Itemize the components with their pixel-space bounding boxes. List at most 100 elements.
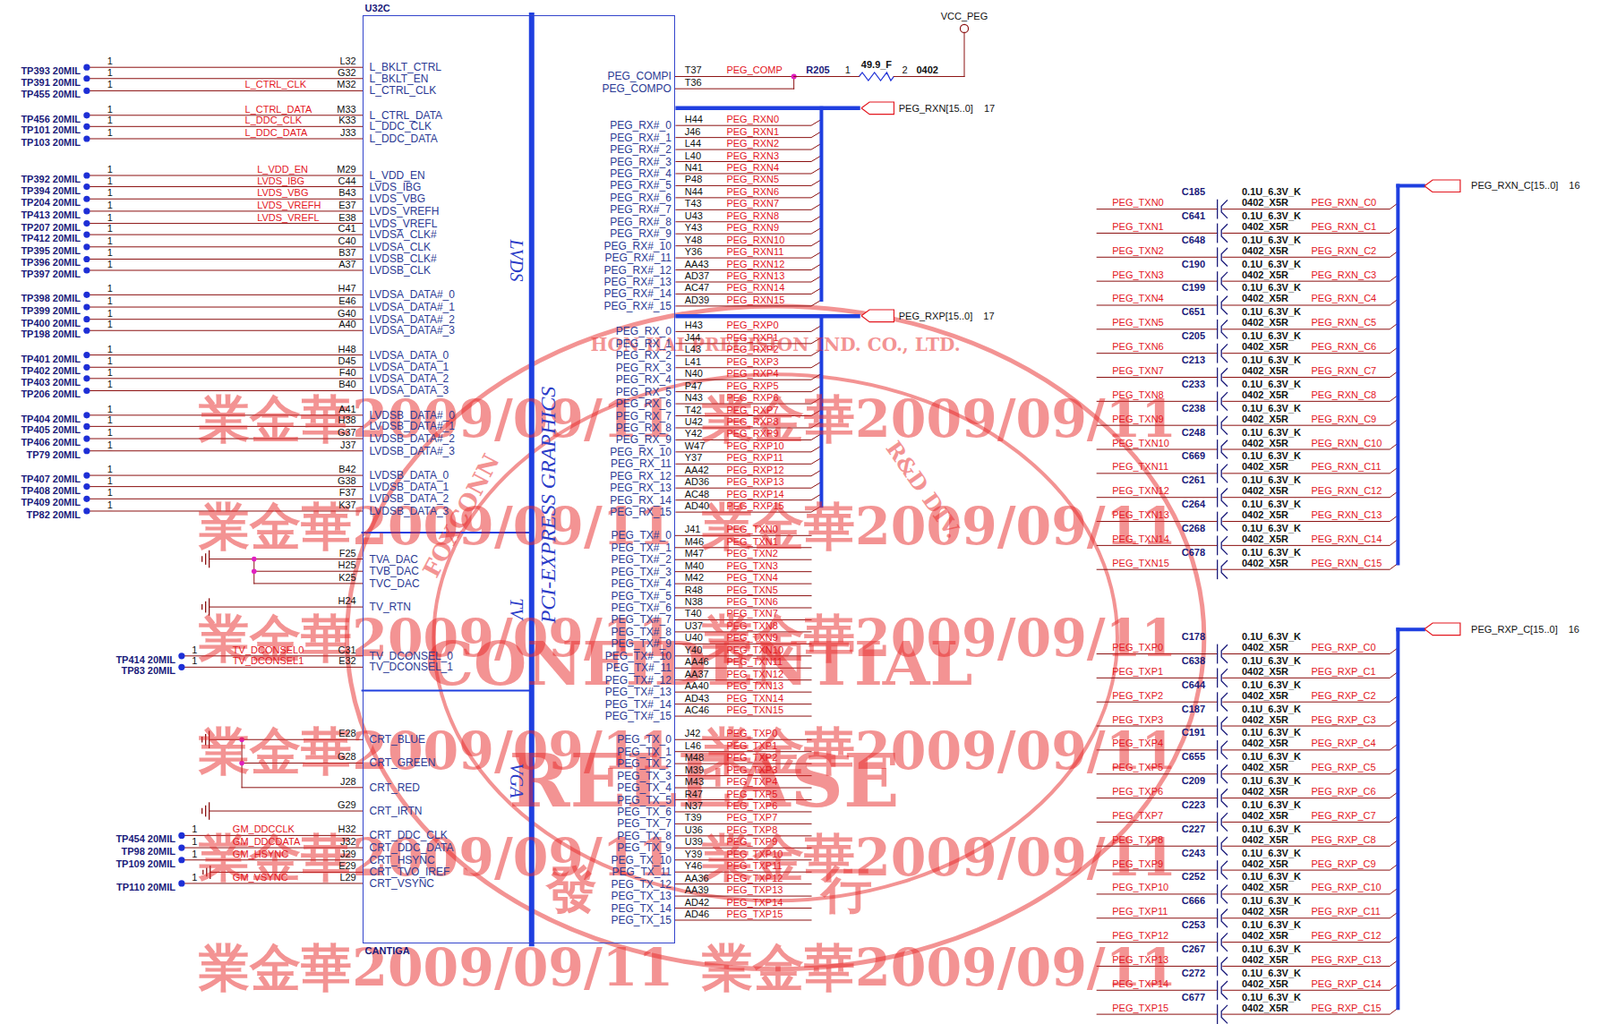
part-ref: C648 [1181,234,1206,245]
capacitor-symbol [1216,199,1218,219]
test-point [83,207,90,214]
net-label: PEG_TXN10 [1112,437,1170,448]
pin-name: PEG_TX#_0 [611,530,672,541]
net-label: PEG_RXN15 [726,294,785,305]
pin-name: PEG_TX_7 [616,818,672,830]
wire [181,882,363,884]
net-label: PEG_TXP0 [726,728,778,739]
net-label: PEG_TXP1 [1112,666,1164,676]
wire [86,186,363,188]
net-label: PEG_TXN4 [1112,293,1164,304]
package-label: 0402_X5R [1241,666,1289,676]
pin-number: M48 [684,752,704,763]
part-value: 0.1U_6.3V_K [1241,679,1301,690]
pin-name: PEG_RX_15 [609,506,672,518]
pin-name: CRT_HSYNC [369,855,436,866]
pin-name: PEG_TX#_8 [611,626,672,638]
part-value: 0.1U_6.3V_K [1241,378,1301,389]
test-point [178,844,185,851]
pin-index: 1 [107,164,113,175]
pin-name: PEG_RX#_14 [604,288,672,300]
test-point [83,75,90,82]
pin-number: Y42 [684,428,703,439]
part-value: 49.9_F [861,59,892,69]
pin-index: 1 [845,65,851,76]
part-value: 0.1U_6.3V_K [1241,703,1301,714]
net-label: PEG_TXP2 [726,752,778,763]
ground-symbol [205,805,206,816]
net-label: PEG_TXN3 [726,560,778,571]
watermark: 業金華2009/09/11 [198,941,674,993]
off-page-connector-symbol [860,308,895,324]
net-label: PEG_RXN0 [726,114,779,125]
test-point-label: TP456 20MIL [20,113,81,124]
pin-name: PEG_TX_2 [616,758,672,770]
pin-name: PEG_TX_14 [611,903,672,915]
pin-name: LVDSA_CLK [369,241,431,253]
pin-number: F40 [339,367,357,377]
wire [86,222,363,224]
net-label: PEG_TXN7 [726,608,778,619]
net-label: PEG_TXP7 [1112,810,1164,821]
page-ref: 17 [983,311,994,322]
off-page-connector-symbol [861,102,894,115]
part-ref: C272 [1181,967,1206,978]
wire [1096,1014,1217,1016]
net-label: PEG_RXN_C1 [1310,221,1377,232]
pin-number: M46 [684,536,704,547]
wire [254,582,363,584]
pin-index: 2 [901,65,907,76]
net-label: PEG_TXN7 [1112,366,1164,377]
pin-number: K37 [338,499,357,510]
pin-index: 1 [107,115,113,126]
ground-symbol [201,808,203,813]
capacitor-symbol [1216,837,1218,856]
net-label: PEG_TXP13 [726,885,783,896]
net-label: L_DDC_CLK [245,115,303,126]
bus-name: PEG_RXP_C[15..0] [1471,624,1560,635]
pin-number: K25 [338,572,357,582]
pin-name: TVB_DAC [369,565,420,577]
net-label: PEG_TXN2 [1112,245,1164,256]
wire [86,126,363,128]
pin-number: B37 [338,248,357,258]
net-label: PEG_RXN_C11 [1310,462,1381,472]
test-point [83,483,90,490]
net-label: PEG_TXN15 [1112,557,1170,568]
wire [1096,917,1217,919]
pin-number: AD36 [684,477,711,488]
net-label: PEG_TXP1 [726,740,778,751]
net-label: PEG_RXP8 [726,416,779,427]
net-label: PEG_TXP11 [726,861,782,872]
net-label: PEG_RXP1 [726,332,779,343]
pin-name: PEG_TX_5 [616,795,672,806]
pin-index: 1 [107,103,113,114]
wire [86,258,363,260]
wire [86,330,363,332]
wire [675,88,794,90]
pin-number: J32 [340,837,357,848]
net-label: PEG_RXN_C13 [1310,510,1382,521]
pin-number: Y40 [684,644,703,655]
test-point [83,256,90,263]
pin-name: LVDSB_DATA#_2 [369,433,455,445]
net-label: PEG_RXN8 [726,210,779,221]
net-label: PEG_TXN6 [1112,342,1164,352]
pin-number: N38 [684,597,703,608]
pin-number: G37 [337,427,357,438]
part-value: 0.1U_6.3V_K [1241,331,1301,342]
package-label: 0402_X5R [1241,931,1289,942]
pin-number: B43 [338,188,357,198]
net-label: PEG_TXN0 [726,524,778,535]
net-label: PEG_RXP5 [726,380,779,391]
pin-number: P48 [684,174,703,185]
pin-name: LVDSB_DATA#_0 [369,410,455,421]
net-label: PEG_TXN5 [1112,317,1164,328]
pin-index: 1 [107,439,113,450]
net-label: PEG_TXN4 [726,573,778,583]
pin-name: CRT_TVO_IREF [369,866,451,878]
test-point [83,291,90,299]
test-point-label: TP407 20MIL [20,474,81,485]
pin-index: 1 [107,199,113,210]
net-label: PEG_RXN12 [726,258,785,269]
